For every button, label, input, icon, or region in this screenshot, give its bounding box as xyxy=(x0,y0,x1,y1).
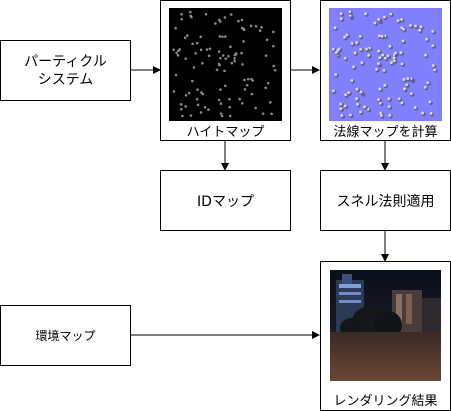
id-map-label: IDマップ xyxy=(197,193,254,210)
render-image xyxy=(330,270,441,381)
height-map-image xyxy=(169,8,282,121)
id-map-node: IDマップ xyxy=(160,170,291,231)
particle-system-line2: システム xyxy=(37,71,94,88)
normal-map-label: 法線マップを計算 xyxy=(333,125,438,140)
render-label: レンダリング結果 xyxy=(333,394,438,409)
snell-node: スネル法則適用 xyxy=(320,170,451,231)
env-map-label: 環境マップ xyxy=(35,329,96,343)
env-map-node: 環境マップ xyxy=(0,305,131,366)
render-node: レンダリング結果 xyxy=(320,261,451,411)
normal-map-node: 法線マップを計算 xyxy=(320,0,451,141)
height-map-label: ハイトマップ xyxy=(186,125,265,140)
snell-label: スネル法則適用 xyxy=(336,193,435,210)
particle-system-node: パーティクル システム xyxy=(0,40,131,101)
height-map-node: ハイトマップ xyxy=(160,0,291,141)
particle-system-line1: パーティクル xyxy=(24,53,107,70)
normal-map-image xyxy=(329,8,442,121)
